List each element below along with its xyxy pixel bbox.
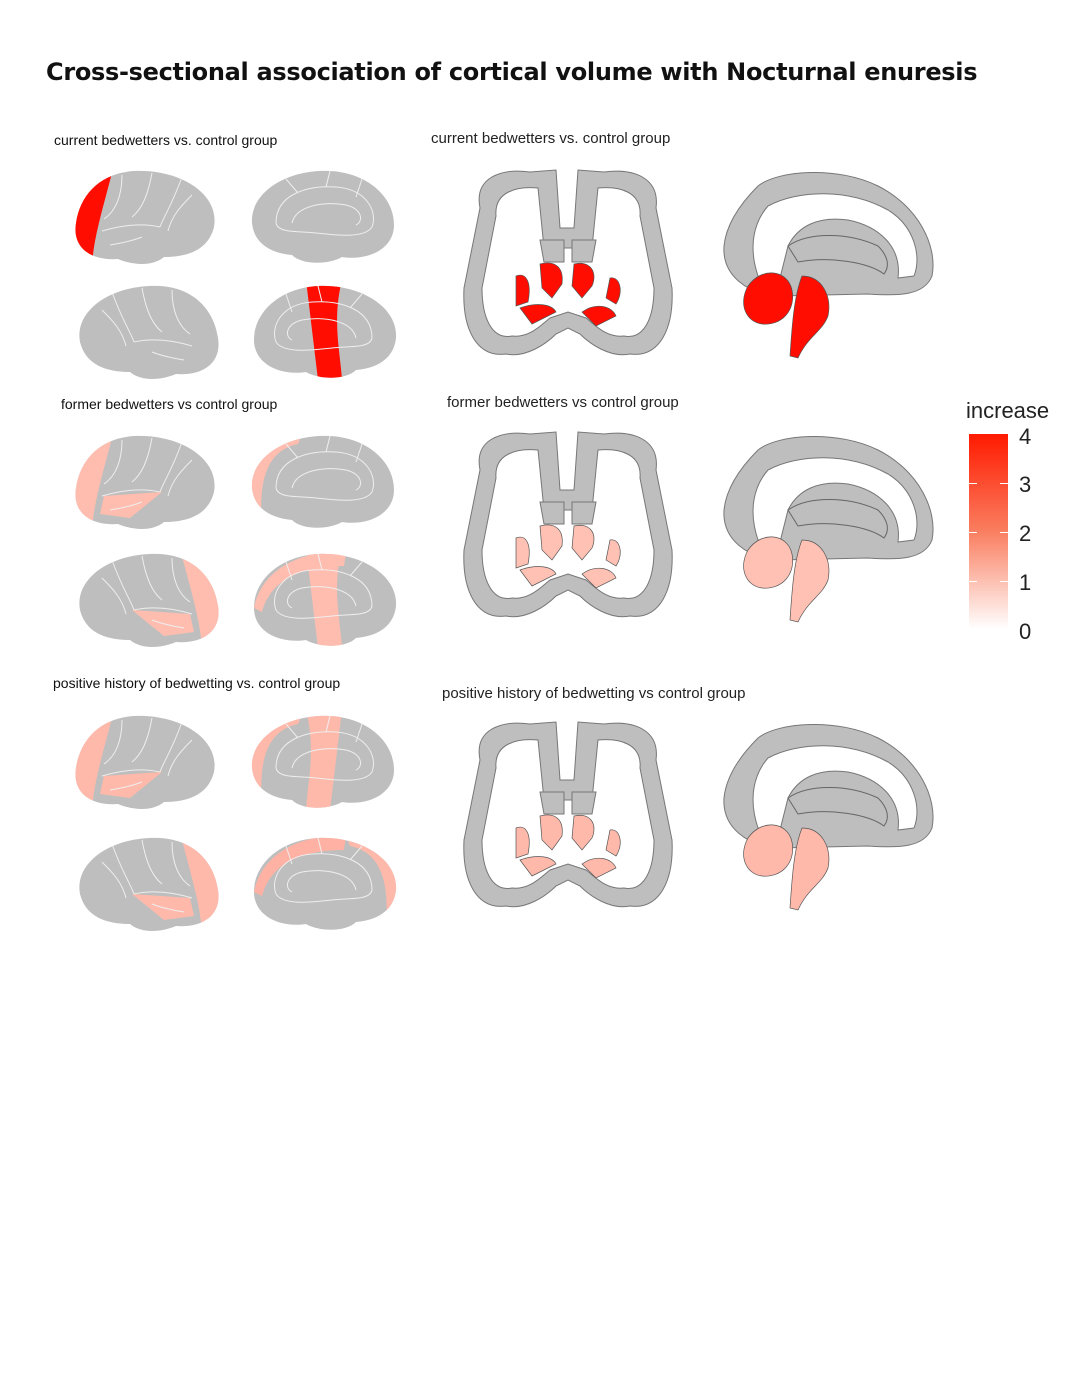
region-parietal	[306, 715, 342, 808]
region-temporal	[132, 894, 194, 920]
hippocampus-left	[519, 856, 557, 877]
putamen-left	[515, 536, 530, 569]
hemisphere-outline	[251, 170, 394, 263]
panel-2-medial-right	[254, 553, 397, 646]
region-cingulate	[254, 837, 346, 896]
amygdala-hippocampus	[743, 272, 794, 325]
putamen-left	[515, 826, 530, 859]
region-parietal	[306, 553, 342, 646]
panel-3-medial-left	[251, 715, 394, 808]
legend-label: 4	[1019, 424, 1032, 449]
panel-2-lateral-left	[75, 435, 215, 530]
panel-3-subcortical-title: positive history of bedwetting vs contro…	[442, 685, 746, 702]
panel-2-lateral-right	[79, 553, 219, 648]
panel-1-medial-left	[251, 170, 394, 263]
hemisphere-outline	[254, 837, 397, 930]
figure-title: Cross-sectional association of cortical …	[46, 58, 978, 86]
legend-tick	[969, 532, 1008, 533]
hemisphere-outline	[79, 285, 219, 379]
caudate-right	[571, 524, 595, 561]
hippocampus-right	[581, 857, 617, 879]
amygdala-hippocampus	[743, 536, 794, 589]
panel-1-lateral-left	[75, 170, 215, 265]
panel-1-coronal-slice	[463, 169, 673, 356]
brainstem-cerebellum	[789, 539, 830, 623]
brainstem-cerebellum	[789, 827, 830, 911]
panel-2-coronal-slice	[463, 431, 673, 618]
panel-2-sagittal-slice	[723, 436, 934, 623]
region-temporal	[100, 492, 162, 518]
putamen-right	[605, 539, 621, 567]
hippocampus-right	[581, 305, 617, 327]
hippocampus-left	[519, 304, 557, 325]
hemisphere-outline	[75, 170, 215, 264]
panel-3-lateral-right	[79, 837, 219, 932]
caudate-left	[539, 524, 563, 561]
panel-3-medial-right	[254, 837, 397, 930]
panel-1-medial-right	[254, 285, 397, 378]
region-parietal	[306, 285, 342, 378]
caudate-left	[539, 814, 563, 851]
region-temporal	[100, 772, 162, 798]
legend-tick	[969, 581, 1008, 582]
amygdala-hippocampus	[743, 824, 794, 877]
putamen-left	[515, 274, 530, 307]
panel-2-medial-left	[251, 435, 394, 528]
panel-2-subcortical-title: former bedwetters vs control group	[447, 394, 679, 411]
region-temporal	[132, 610, 194, 636]
legend-label: 0	[1019, 619, 1032, 644]
putamen-right	[605, 277, 621, 305]
panel-3-coronal-slice	[463, 721, 673, 908]
legend-colorbar	[969, 434, 1008, 629]
caudate-right	[571, 262, 595, 299]
caudate-right	[571, 814, 595, 851]
hemisphere-outline	[251, 435, 394, 528]
panel-1-cortical-title: current bedwetters vs. control group	[54, 132, 278, 148]
panel-1-subcortical-title: current bedwetters vs. control group	[431, 130, 671, 147]
legend-title: increase	[966, 398, 1050, 423]
panel-3-lateral-left	[75, 715, 215, 810]
brainstem-cerebellum	[789, 275, 830, 359]
legend-tick	[969, 483, 1008, 484]
panel-1-sagittal-slice	[723, 172, 934, 359]
legend-label: 1	[1019, 570, 1032, 595]
hippocampus-right	[581, 567, 617, 589]
region-cingulate	[254, 553, 346, 612]
panel-1-lateral-right	[79, 285, 219, 379]
caudate-left	[539, 262, 563, 299]
putamen-right	[605, 829, 621, 857]
legend-label: 2	[1019, 521, 1032, 546]
panel-3-cortical-title: positive history of bedwetting vs. contr…	[53, 675, 341, 691]
legend-label: 3	[1019, 472, 1032, 497]
panel-2-cortical-title: former bedwetters vs control group	[61, 396, 278, 412]
hippocampus-left	[519, 566, 557, 587]
panel-3-sagittal-slice	[723, 724, 934, 911]
